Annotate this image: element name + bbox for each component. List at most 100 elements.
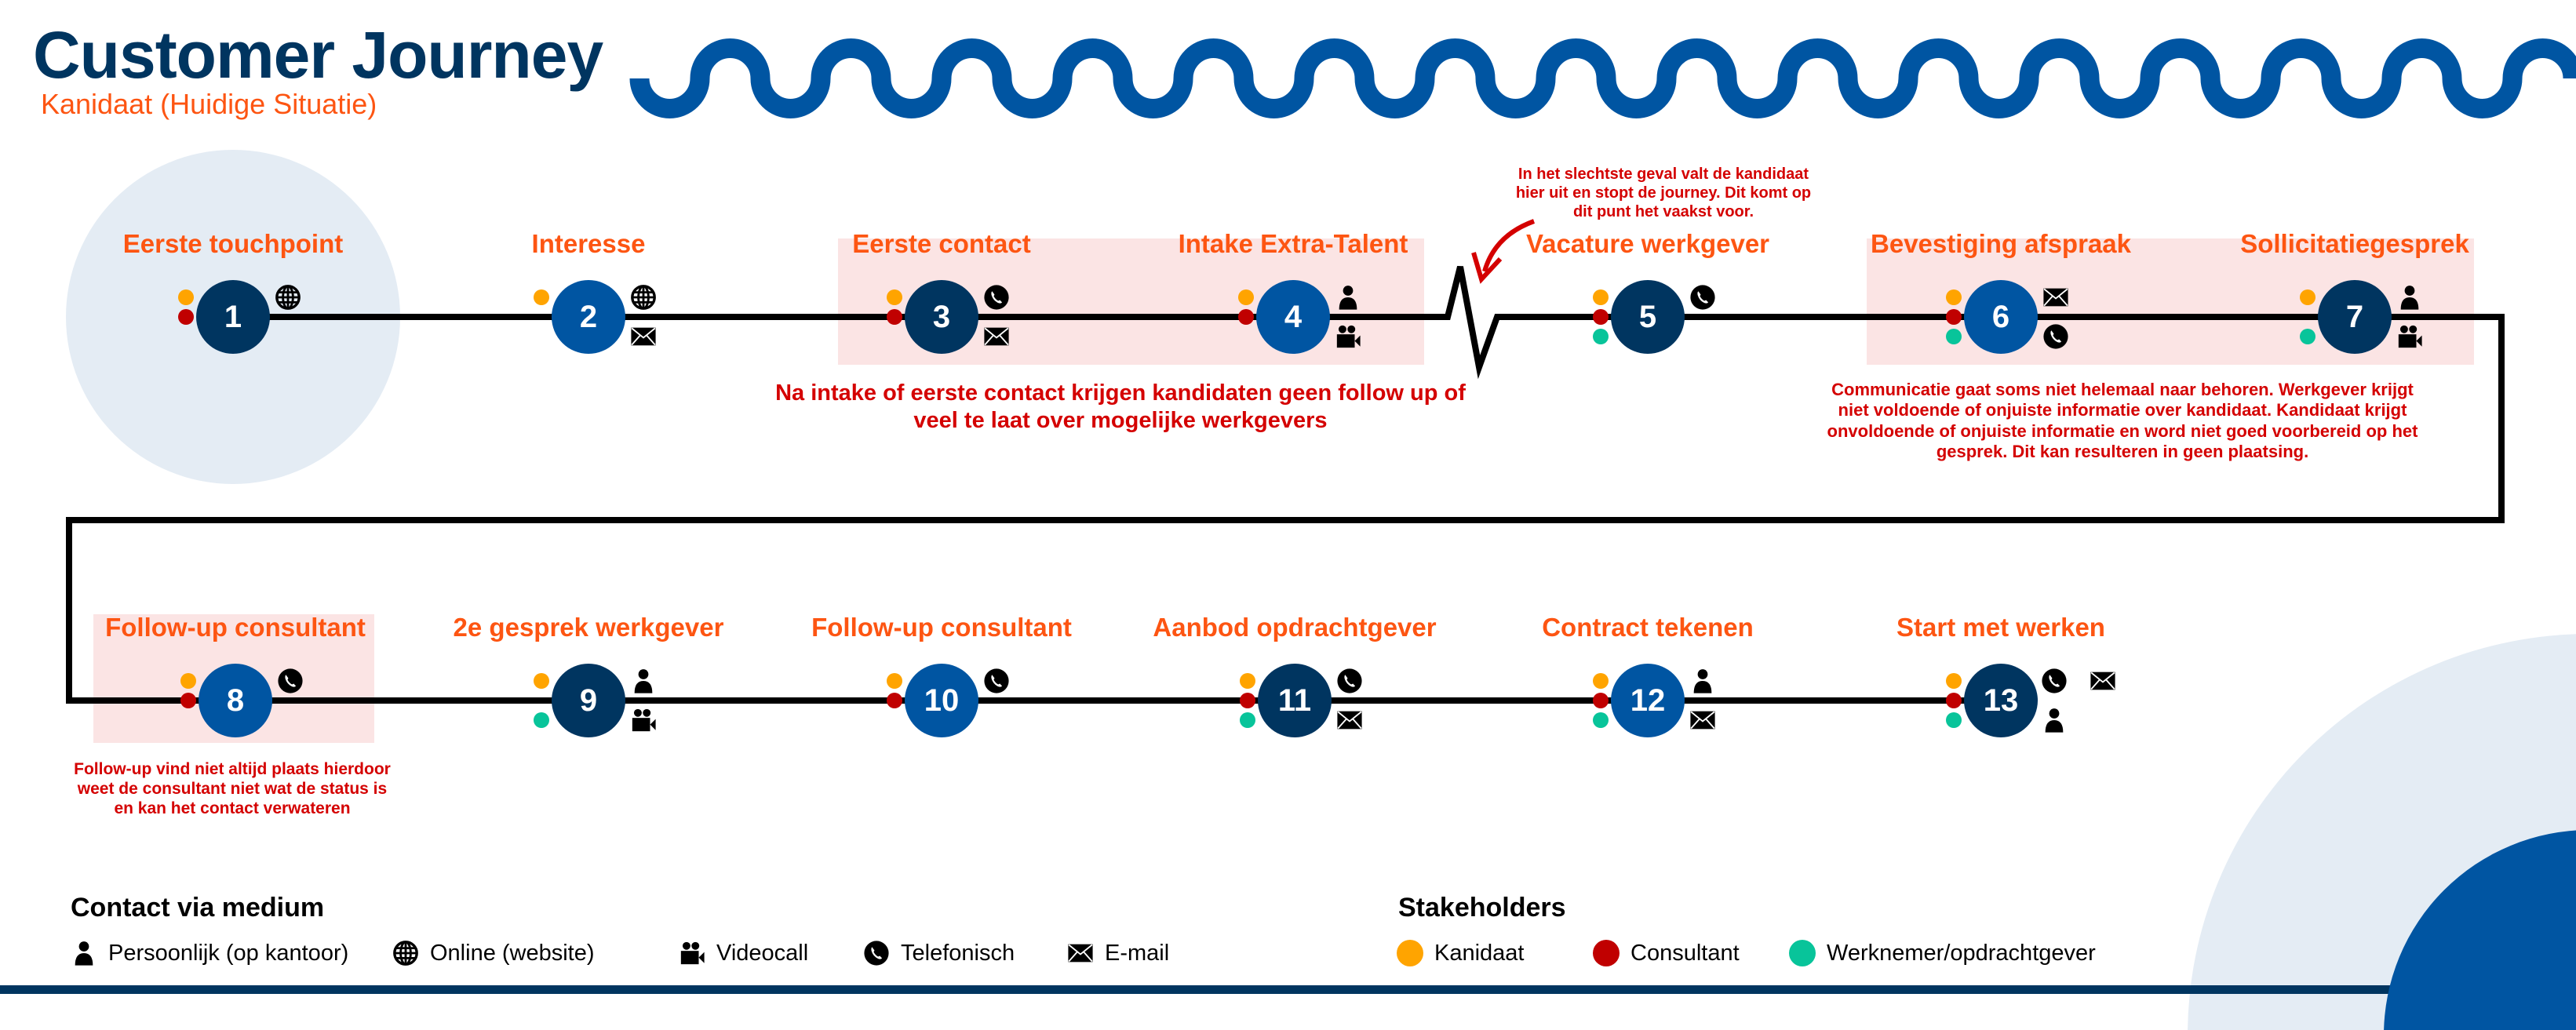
persoonlijk-icon — [71, 940, 97, 966]
legend-medium-title: Contact via medium — [71, 893, 325, 923]
email-icon — [983, 323, 1010, 350]
step-4-stakeholder-consultant-dot — [1238, 309, 1254, 325]
step-13-label: Start met werken — [1896, 613, 2105, 642]
note-communicatie: Communicatie gaat soms niet helemaal naa… — [1827, 380, 2418, 462]
legend-medium-label: Online (website) — [430, 940, 595, 966]
page-title: Customer Journey — [33, 18, 603, 92]
legend-stakeholder-label: Werknemer/opdrachtgever — [1827, 940, 2096, 966]
legend-stakeholder-consultant: Consultant — [1593, 940, 1740, 966]
note-dropout: In het slechtste geval valt de kandidaat… — [1515, 166, 1812, 220]
step-10-node[interactable]: 10 — [905, 664, 978, 737]
legend-stakeholders-title: Stakeholders — [1398, 893, 1566, 923]
step-13-node[interactable]: 13 — [1964, 664, 2038, 737]
step-13-stakeholder-consultant-dot — [1946, 693, 1962, 708]
step-10-label: Follow-up consultant — [811, 613, 1072, 642]
persoonlijk-icon — [2041, 707, 2068, 733]
dropout-arrow-head — [1471, 252, 1503, 284]
corner-dark-circle — [2384, 830, 2576, 1030]
telefonisch-icon — [863, 940, 890, 966]
email-icon — [630, 323, 657, 350]
legend-medium-label: E-mail — [1105, 940, 1170, 966]
step-12-stakeholder-werknemer-dot — [1593, 712, 1609, 728]
step-11-node[interactable]: 11 — [1258, 664, 1332, 737]
note-followup: Follow-up vind niet altijd plaats hierdo… — [74, 760, 391, 818]
legend-stakeholder-kandidaat: Kanidaat — [1397, 940, 1525, 966]
step-9-stakeholder-werknemer-dot — [534, 712, 549, 728]
persoonlijk-icon — [630, 668, 657, 694]
legend-medium-label: Persoonlijk (op kantoor) — [108, 940, 349, 966]
decorative-wave — [629, 38, 2576, 118]
email-icon — [1336, 707, 1363, 733]
step-13-stakeholder-kandidaat-dot — [1946, 673, 1962, 689]
step-2-label: Interesse — [531, 229, 646, 258]
step-10-stakeholder-consultant-dot — [887, 693, 902, 708]
videocall-icon — [1335, 323, 1361, 350]
persoonlijk-icon — [1689, 668, 1716, 694]
kandidaat-swatch-icon — [1397, 940, 1423, 966]
legend-stakeholder-werknemer: Werknemer/opdrachtgever — [1789, 940, 2096, 966]
step-8-node[interactable]: 8 — [199, 664, 272, 737]
step-10-stakeholder-kandidaat-dot — [887, 673, 902, 689]
step-12-stakeholder-kandidaat-dot — [1593, 673, 1609, 689]
telefonisch-icon — [277, 668, 304, 694]
legend-stakeholder-label: Consultant — [1630, 940, 1740, 966]
step-12-label: Contract tekenen — [1542, 613, 1754, 642]
step-8-stakeholder-consultant-dot — [180, 693, 196, 708]
step-4-label: Intake Extra-Talent — [1178, 229, 1408, 258]
step-9-stakeholder-kandidaat-dot — [534, 673, 549, 689]
telefonisch-icon — [983, 668, 1010, 694]
step-12-node[interactable]: 12 — [1611, 664, 1685, 737]
step-1-node[interactable]: 1 — [196, 280, 270, 354]
persoonlijk-icon — [2396, 284, 2423, 311]
step-6-stakeholder-consultant-dot — [1946, 309, 1962, 325]
step-11-label: Aanbod opdrachtgever — [1153, 613, 1437, 642]
step-3-stakeholder-consultant-dot — [887, 309, 902, 325]
legend-medium-telefonisch: Telefonisch — [863, 940, 1015, 966]
step-3-node[interactable]: 3 — [905, 280, 978, 354]
legend-medium-videocall: Videocall — [679, 940, 808, 966]
step-4-node[interactable]: 4 — [1256, 280, 1330, 354]
legend-medium-online: Online (website) — [392, 940, 595, 966]
email-icon — [2090, 668, 2116, 694]
step-7-node[interactable]: 7 — [2318, 280, 2392, 354]
email-icon — [2042, 284, 2069, 311]
consultant-swatch-icon — [1593, 940, 1620, 966]
step-6-node[interactable]: 6 — [1964, 280, 2038, 354]
legend-medium-label: Videocall — [716, 940, 809, 966]
persoonlijk-icon — [1335, 284, 1361, 311]
werknemer-swatch-icon — [1789, 940, 1816, 966]
email-icon — [1067, 940, 1094, 966]
step-11-stakeholder-kandidaat-dot — [1240, 673, 1255, 689]
online-icon — [275, 284, 301, 311]
step-7-stakeholder-werknemer-dot — [2300, 329, 2315, 344]
step-8-stakeholder-kandidaat-dot — [180, 673, 196, 689]
step-11-stakeholder-consultant-dot — [1240, 693, 1255, 708]
note-intake: Na intake of eerste contact krijgen kand… — [775, 380, 1466, 433]
step-5-stakeholder-werknemer-dot — [1593, 329, 1609, 344]
email-icon — [1689, 707, 1716, 733]
step-3-stakeholder-kandidaat-dot — [887, 289, 902, 305]
legend-medium-email: E-mail — [1067, 940, 1169, 966]
page-subtitle: Kanidaat (Huidige Situatie) — [41, 88, 377, 120]
step-9-node[interactable]: 9 — [552, 664, 625, 737]
telefonisch-icon — [983, 284, 1010, 311]
step-13-stakeholder-werknemer-dot — [1946, 712, 1962, 728]
step-11-stakeholder-werknemer-dot — [1240, 712, 1255, 728]
step-3-label: Eerste contact — [852, 229, 1031, 258]
step-5-node[interactable]: 5 — [1611, 280, 1685, 354]
step-2-node[interactable]: 2 — [552, 280, 625, 354]
step-9-label: 2e gesprek werkgever — [453, 613, 724, 642]
step-5-label: Vacature werkgever — [1525, 229, 1770, 258]
videocall-icon — [2396, 323, 2423, 350]
step-12-stakeholder-consultant-dot — [1593, 693, 1609, 708]
step-1-stakeholder-kandidaat-dot — [178, 289, 194, 305]
step-6-stakeholder-kandidaat-dot — [1946, 289, 1962, 305]
videocall-icon — [630, 707, 657, 733]
telefonisch-icon — [2042, 323, 2069, 350]
step-8-label: Follow-up consultant — [105, 613, 366, 642]
step-7-stakeholder-kandidaat-dot — [2300, 289, 2315, 305]
step-2-stakeholder-kandidaat-dot — [534, 289, 549, 305]
step-1-stakeholder-consultant-dot — [178, 309, 194, 325]
